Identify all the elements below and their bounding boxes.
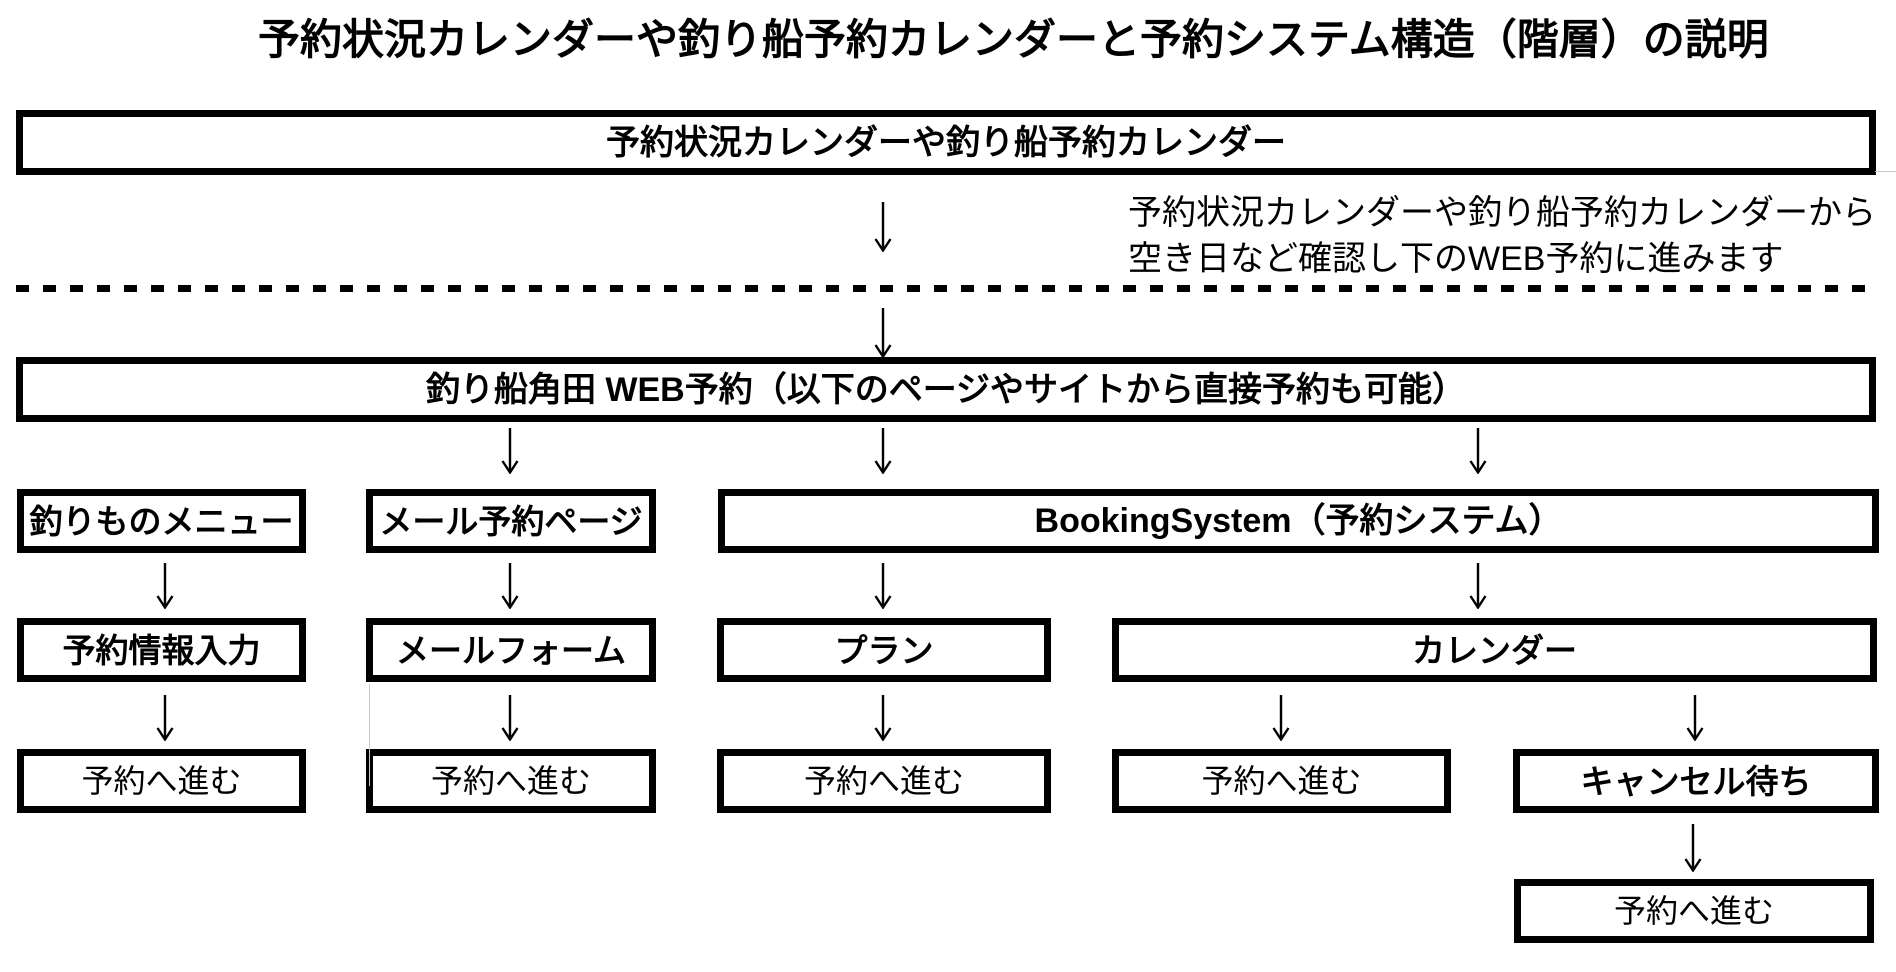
dashed-divider — [16, 285, 1878, 292]
node-reserve-info-input: 予約情報入力 — [17, 618, 306, 682]
node-label: 予約へ進む — [1201, 763, 1362, 799]
down-arrow-icon — [155, 695, 175, 741]
hairline-artifact-horizontal — [1875, 171, 1896, 172]
down-arrow-icon — [1683, 824, 1703, 872]
node-availability-calendars: 予約状況カレンダーや釣り船予約カレンダー — [16, 110, 1876, 175]
node-plan: プラン — [717, 618, 1051, 682]
node-booking-system: BookingSystem（予約システム） — [718, 489, 1879, 553]
node-label: 予約へ進む — [1613, 893, 1774, 929]
node-label: メールフォーム — [395, 631, 626, 669]
node-cancel-waiting: キャンセル待ち — [1513, 749, 1879, 813]
node-label: BookingSystem（予約システム） — [1034, 502, 1563, 540]
node-proceed-to-reserve-2: 予約へ進む — [366, 749, 656, 813]
node-mail-reserve-page: メール予約ページ — [366, 489, 656, 553]
node-label: 予約状況カレンダーや釣り船予約カレンダー — [606, 123, 1286, 162]
node-label: カレンダー — [1412, 631, 1577, 669]
down-arrow-icon — [1468, 428, 1488, 474]
node-proceed-to-reserve-4: 予約へ進む — [1112, 749, 1451, 813]
down-arrow-icon — [873, 695, 893, 741]
node-fishing-menu: 釣りものメニュー — [17, 489, 306, 553]
node-calendar: カレンダー — [1112, 618, 1877, 682]
down-arrow-icon — [1271, 695, 1291, 741]
node-label: 予約へ進む — [803, 763, 964, 799]
node-mail-form: メールフォーム — [366, 618, 656, 682]
node-label: 釣り船角田 WEB予約（以下のページやサイトから直接予約も可能） — [425, 370, 1467, 409]
down-arrow-icon — [500, 428, 520, 474]
down-arrow-icon — [1685, 695, 1705, 741]
down-arrow-icon — [873, 563, 893, 609]
node-proceed-to-reserve-3: 予約へ進む — [717, 749, 1051, 813]
node-label: 予約へ進む — [430, 763, 591, 799]
down-arrow-icon — [500, 695, 520, 741]
down-arrow-icon — [873, 202, 893, 252]
down-arrow-icon — [1468, 563, 1488, 609]
note-line-1: 予約状況カレンダーや釣り船予約カレンダーから — [1128, 194, 1876, 232]
diagram-title: 予約状況カレンダーや釣り船予約カレンダーと予約システム構造（階層）の説明 — [258, 16, 1769, 63]
down-arrow-icon — [500, 563, 520, 609]
node-label: 予約情報入力 — [62, 631, 261, 669]
node-label: 釣りものメニュー — [29, 502, 294, 540]
node-web-reserve: 釣り船角田 WEB予約（以下のページやサイトから直接予約も可能） — [16, 357, 1876, 422]
note-line-2: 空き日など確認し下のWEB予約に進みます — [1128, 240, 1784, 278]
node-label: メール予約ページ — [379, 502, 643, 540]
node-label: プラン — [834, 631, 934, 669]
note-text: 予約状況カレンダーや釣り船予約カレンダーから 空き日など確認し下のWEB予約に進… — [1128, 190, 1876, 282]
node-label: 予約へ進む — [81, 763, 242, 799]
hairline-artifact-vertical — [369, 684, 370, 786]
node-proceed-to-reserve-1: 予約へ進む — [17, 749, 306, 813]
down-arrow-icon — [873, 428, 893, 474]
down-arrow-icon — [873, 308, 893, 358]
down-arrow-icon — [155, 563, 175, 609]
node-label: キャンセル待ち — [1580, 762, 1812, 800]
node-proceed-to-reserve-5: 予約へ進む — [1514, 879, 1874, 943]
